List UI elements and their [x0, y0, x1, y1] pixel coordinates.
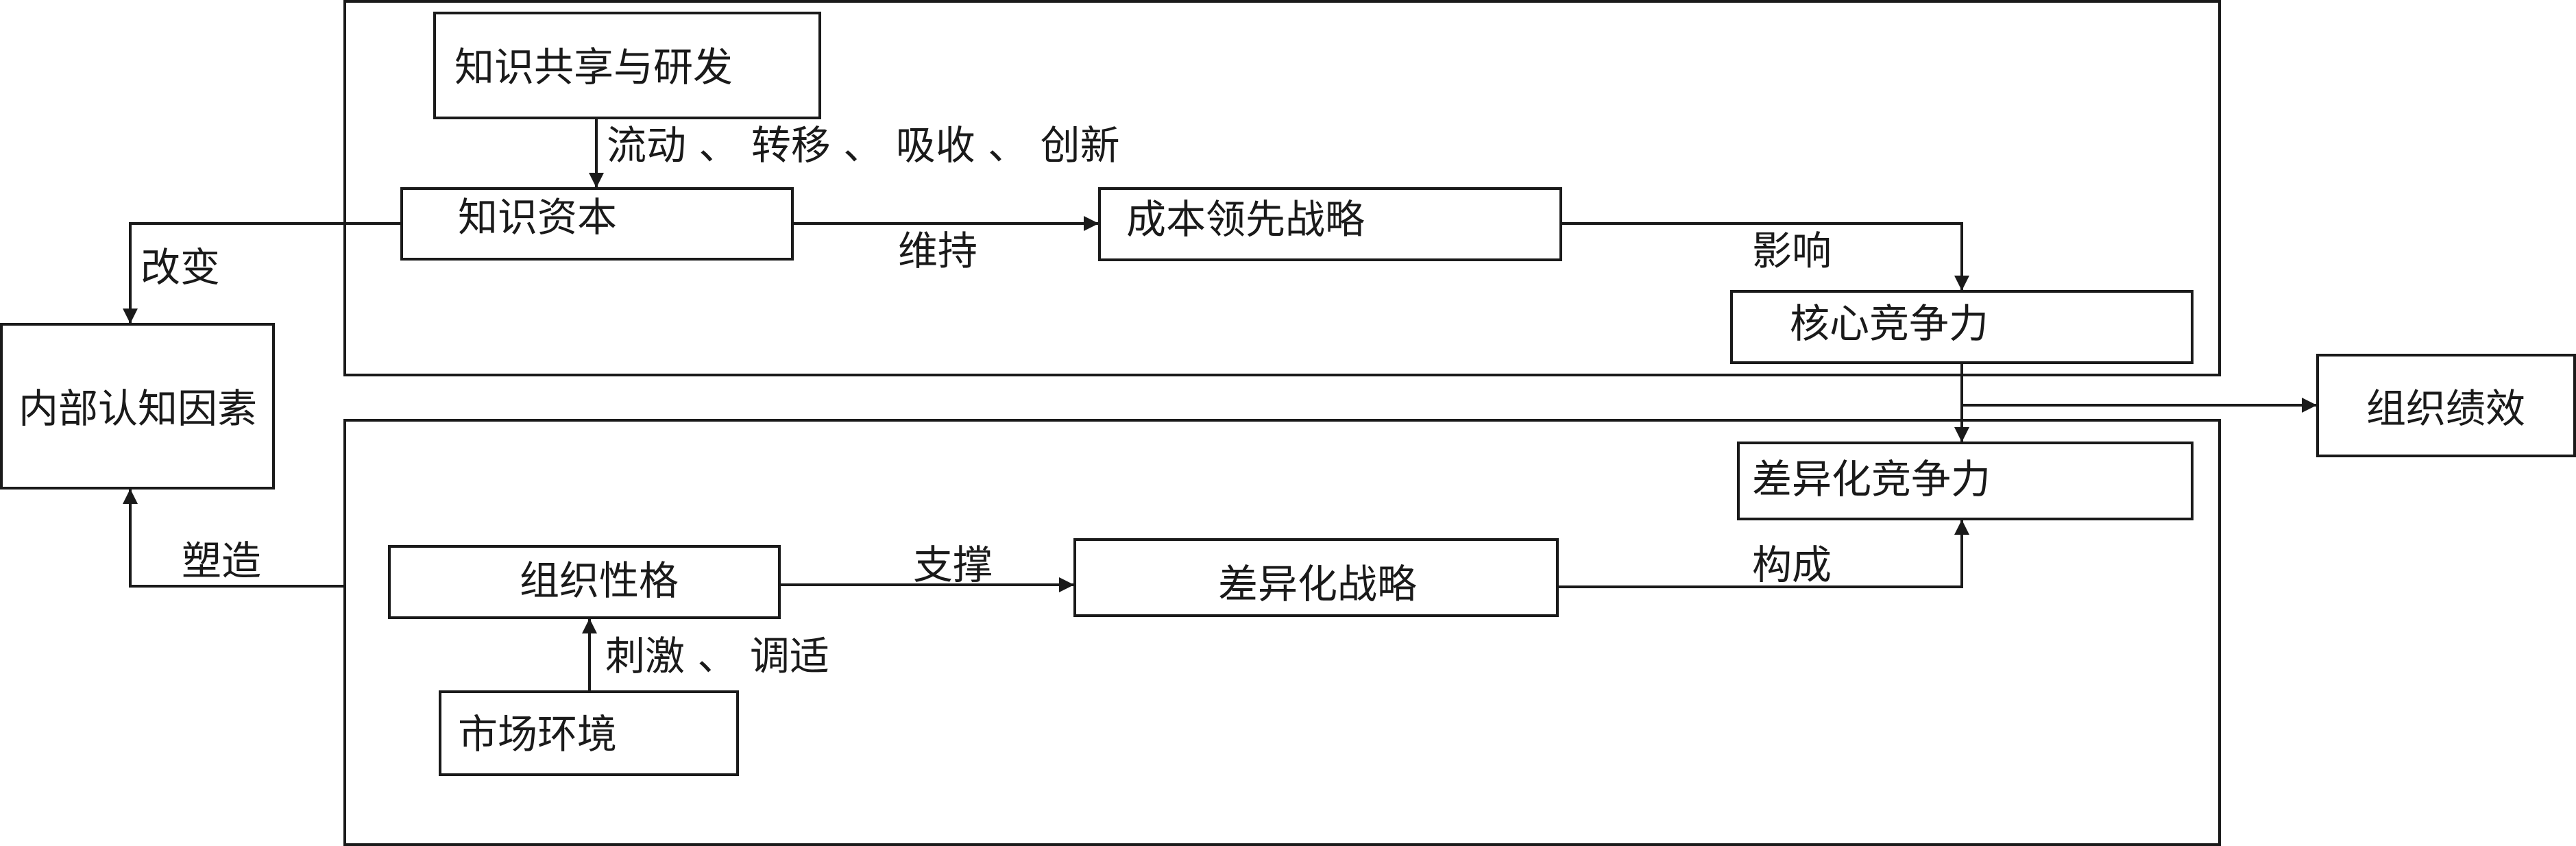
node-organizational-performance-label: 组织绩效 — [2366, 385, 2525, 432]
node-core-competitiveness-label: 核心竞争力 — [1790, 300, 1989, 347]
node-differentiation-competitiveness-label: 差异化竞争力 — [1752, 456, 1991, 503]
node-differentiation-strategy-label: 差异化战略 — [1218, 561, 1417, 607]
edge-label-change: 改变 — [141, 244, 220, 291]
node-organizational-performance: 组织绩效 — [2316, 354, 2576, 457]
node-knowledge-capital-label: 知识资本 — [458, 194, 617, 241]
edge-character-to-cognitive — [123, 489, 345, 588]
bottom-group-frame — [343, 419, 2221, 846]
edge-diff-strategy-to-diff-comp — [1558, 520, 1969, 588]
edge-cost-to-core — [1562, 222, 1969, 291]
edge-label-compose: 构成 — [1752, 542, 1832, 588]
edge-label-shape: 塑造 — [182, 537, 261, 584]
node-differentiation-competitiveness: 差异化竞争力 — [1737, 442, 2194, 520]
node-internal-cognitive-factors-label: 内部认知因素 — [19, 385, 257, 432]
node-internal-cognitive-factors: 内部认知因素 — [0, 323, 275, 490]
node-knowledge-capital: 知识资本 — [400, 187, 794, 261]
edge-label-support: 支撑 — [913, 542, 993, 588]
top-group-frame — [343, 0, 2221, 376]
edge-label-influence: 影响 — [1752, 228, 1832, 274]
edge-label-flow-transfer-absorb-innovate: 流动 、 转移 、 吸收 、 创新 — [607, 122, 1120, 169]
node-knowledge-sharing-rd: 知识共享与研发 — [433, 12, 821, 119]
edge-capital-to-cognitive — [123, 222, 402, 324]
node-cost-leadership-strategy: 成本领先战略 — [1098, 187, 1562, 261]
node-core-competitiveness: 核心竞争力 — [1730, 290, 2194, 364]
edge-label-maintain: 维持 — [898, 228, 977, 274]
node-cost-leadership-strategy-label: 成本领先战略 — [1126, 196, 1365, 243]
node-market-environment: 市场环境 — [439, 690, 739, 776]
node-differentiation-strategy: 差异化战略 — [1073, 538, 1559, 617]
node-organizational-character-label: 组织性格 — [520, 557, 679, 604]
node-organizational-character: 组织性格 — [388, 545, 781, 619]
node-knowledge-sharing-rd-label: 知识共享与研发 — [454, 44, 733, 90]
node-market-environment-label: 市场环境 — [458, 711, 617, 758]
edge-label-stimulate-adjust: 刺激 、 调适 — [605, 633, 829, 679]
